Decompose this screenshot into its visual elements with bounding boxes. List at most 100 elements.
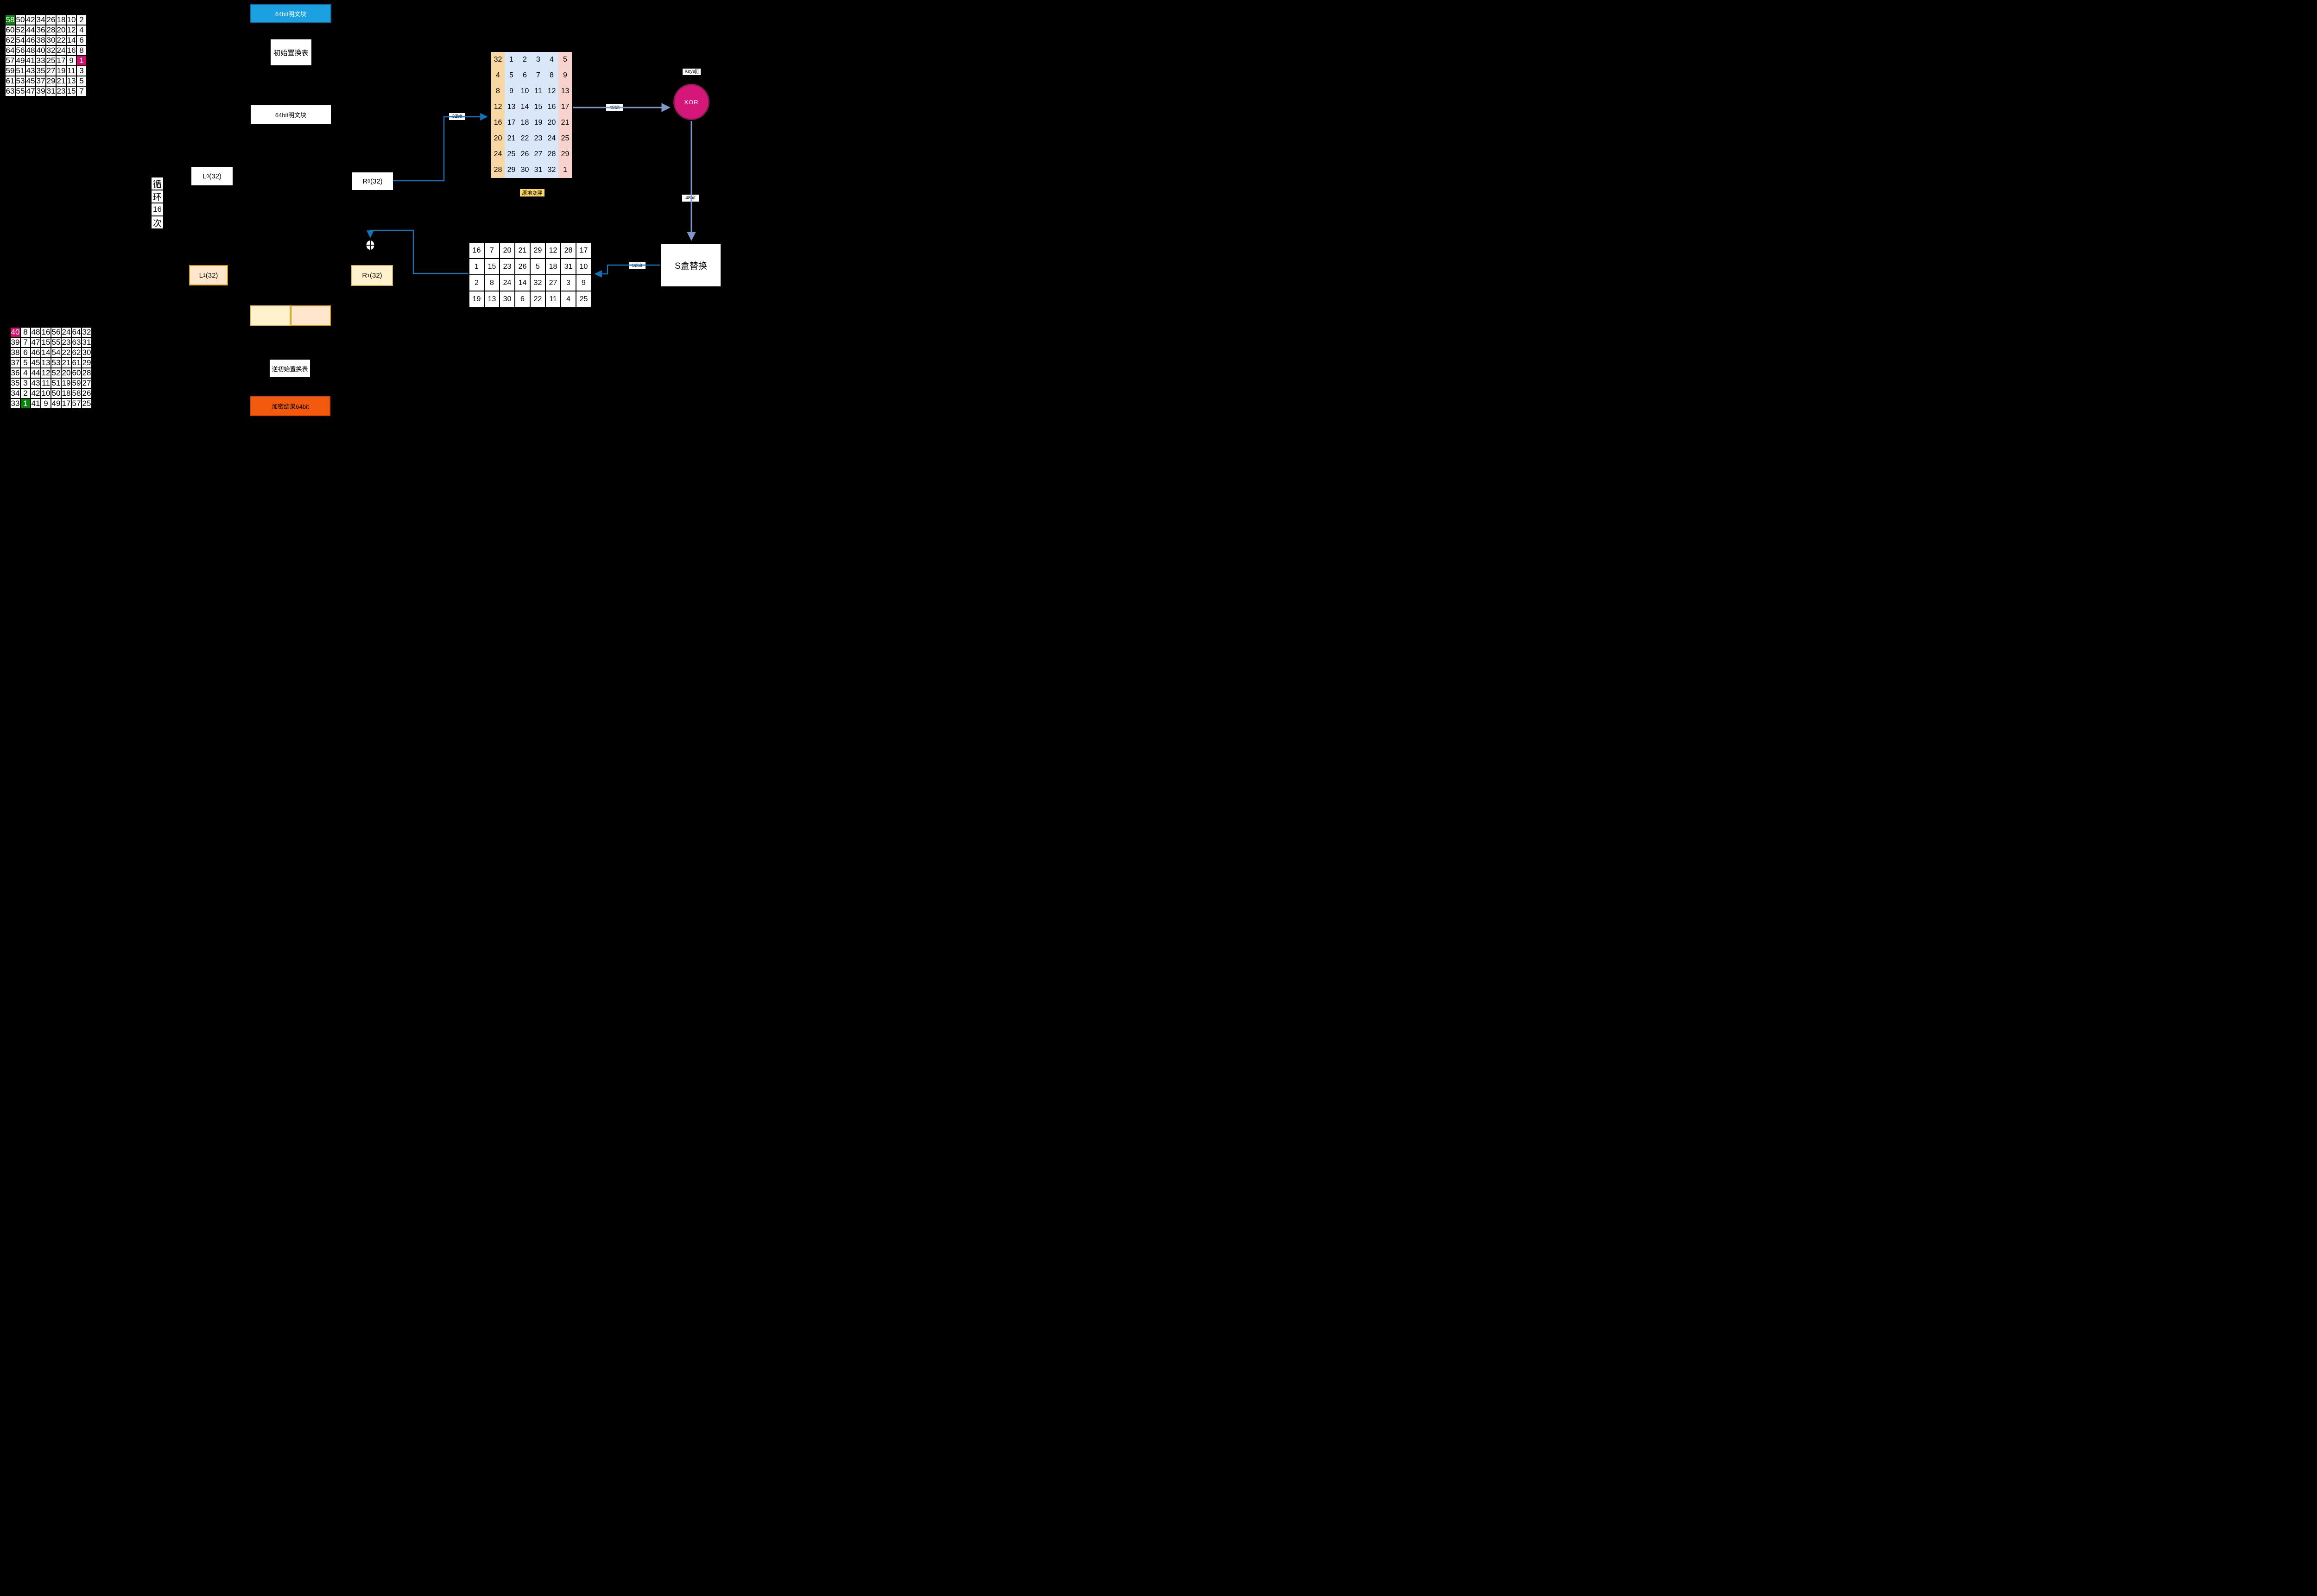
result-box: 加密结果64bit	[250, 396, 330, 416]
table-cell: 32	[491, 52, 505, 68]
table-cell: 8	[20, 327, 31, 337]
table-cell: 24	[491, 146, 505, 162]
table-cell: 53	[15, 76, 25, 86]
table-cell: 2	[469, 275, 484, 291]
table-cell: 25	[46, 56, 56, 66]
inverse-permutation-label: 逆初始置换表	[272, 365, 308, 373]
table-cell: 21	[515, 242, 530, 259]
table-cell: 1	[469, 259, 484, 275]
keys-label-text: Keys[i]	[684, 69, 699, 74]
table-cell: 9	[576, 275, 591, 291]
table-cell: 19	[469, 291, 484, 307]
table-cell: 12	[545, 242, 561, 259]
table-cell: 4	[561, 291, 576, 307]
table-cell: 6	[76, 35, 87, 45]
table-cell: 43	[25, 66, 36, 76]
table-cell: 51	[51, 378, 61, 388]
table-cell: 19	[61, 378, 71, 388]
table-cell: 1	[505, 52, 518, 68]
table-cell: 5	[558, 52, 572, 68]
table-cell: 57	[5, 56, 15, 66]
table-cell: 17	[61, 399, 71, 409]
table-cell: 6	[518, 68, 532, 83]
table-cell: 8	[484, 275, 500, 291]
table-cell: 22	[61, 348, 71, 358]
table-cell: 11	[545, 291, 561, 307]
table-cell: 55	[51, 337, 61, 348]
badge-text: 32bit	[632, 263, 642, 268]
table-cell: 6	[20, 348, 31, 358]
fatten-note: 原地变胖	[520, 189, 544, 196]
table-cell: 36	[36, 25, 46, 35]
table-cell: 7	[532, 68, 545, 83]
loop-note-char: 循	[152, 177, 163, 190]
table-cell: 12	[545, 83, 558, 99]
table-cell: 31	[561, 259, 576, 275]
l0-size: (32)	[209, 172, 222, 180]
table-cell: 13	[66, 76, 76, 86]
table-cell: 32	[545, 162, 558, 178]
table-cell: 40	[10, 327, 20, 337]
table-cell: 24	[61, 327, 71, 337]
table-cell: 59	[71, 378, 82, 388]
table-cell: 50	[51, 388, 61, 399]
table-cell: 31	[82, 337, 92, 348]
table-cell: 21	[56, 76, 66, 86]
table-cell: 5	[505, 68, 518, 83]
table-cell: 16	[469, 242, 484, 259]
table-cell: 17	[505, 115, 518, 131]
table-cell: 4	[76, 25, 87, 35]
table-cell: 39	[10, 337, 20, 348]
table-cell: 25	[558, 131, 572, 146]
table-cell: 21	[558, 115, 572, 131]
badge-48bit-e-out: 48bit	[606, 104, 623, 111]
table-cell: 25	[505, 146, 518, 162]
table-cell: 52	[51, 368, 61, 378]
table-cell: 6	[515, 291, 530, 307]
table-cell: 19	[56, 66, 66, 76]
table-cell: 20	[56, 25, 66, 35]
table-cell: 20	[500, 242, 515, 259]
table-cell: 5	[20, 358, 31, 368]
table-cell: 9	[41, 399, 51, 409]
table-cell: 62	[71, 348, 82, 358]
table-cell: 16	[66, 45, 76, 56]
table-cell: 36	[10, 368, 20, 378]
table-cell: 33	[10, 399, 20, 409]
table-cell: 8	[76, 45, 87, 56]
arrow-r0-to-e-expansion	[393, 113, 488, 182]
table-cell: 2	[76, 15, 87, 25]
table-cell: 10	[518, 83, 532, 99]
table-cell: 29	[558, 146, 572, 162]
initial-permutation-box: 初始置换表	[271, 39, 311, 65]
table-cell: 30	[500, 291, 515, 307]
table-cell: 45	[25, 76, 36, 86]
sbox-substitution-box: S盒替换	[661, 244, 721, 286]
table-cell: 15	[66, 86, 76, 96]
table-cell: 35	[36, 66, 46, 76]
table-cell: 26	[46, 15, 56, 25]
table-cell: 18	[545, 259, 561, 275]
initial-permutation-label: 初始置换表	[273, 49, 309, 57]
combined-left-half	[250, 305, 291, 326]
table-cell: 23	[532, 131, 545, 146]
badge-32bit-r0-out: 32bit	[449, 113, 465, 120]
r0-label: R	[362, 177, 368, 185]
table-cell: 3	[532, 52, 545, 68]
table-cell: 11	[532, 83, 545, 99]
table-cell: 47	[31, 337, 41, 348]
table-cell: 48	[31, 327, 41, 337]
table-cell: 54	[51, 348, 61, 358]
table-cell: 27	[532, 146, 545, 162]
table-cell: 63	[71, 337, 82, 348]
table-cell: 32	[82, 327, 92, 337]
table-cell: 9	[66, 56, 76, 66]
table-cell: 49	[51, 399, 61, 409]
table-cell: 43	[31, 378, 41, 388]
table-cell: 27	[82, 378, 92, 388]
l1-label: L	[199, 271, 203, 279]
table-cell: 17	[558, 99, 572, 115]
